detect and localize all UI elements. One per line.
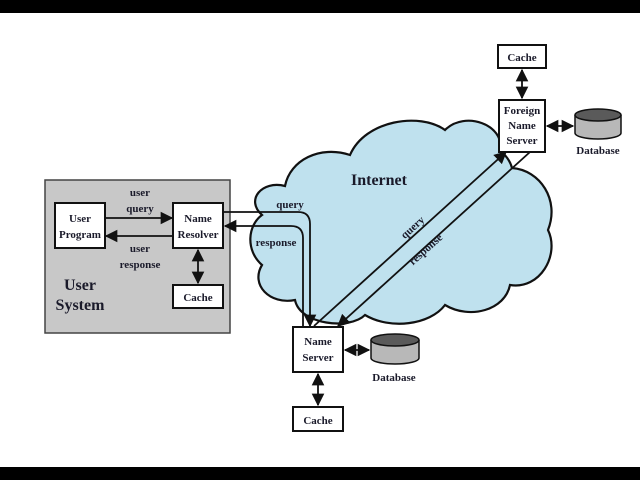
name-server-label-line1: Name xyxy=(304,336,332,348)
internet-cloud xyxy=(249,119,553,325)
foreign-name-server-label-line2: Name xyxy=(508,120,536,132)
name-server-label-line2: Server xyxy=(302,352,333,364)
name-server-cache-label: Cache xyxy=(303,415,332,427)
resolver-cache-box xyxy=(172,284,224,309)
resolver-cache-label: Cache xyxy=(183,292,212,304)
local-response-label: response xyxy=(256,237,297,249)
user-query-label-line2: query xyxy=(126,203,154,215)
user-query-label-line1: user xyxy=(130,187,150,199)
user-program-label-line2: Program xyxy=(59,229,101,241)
foreign-database-label: Database xyxy=(576,145,620,157)
user-program-box xyxy=(54,202,106,249)
foreign-cache-label: Cache xyxy=(507,52,536,64)
name-server-database-icon xyxy=(370,333,420,365)
foreign-name-server-label-line1: Foreign xyxy=(504,105,540,117)
name-resolver-label-line1: Name xyxy=(184,213,212,225)
foreign-cache-box xyxy=(497,44,547,69)
local-query-label: query xyxy=(276,199,304,211)
name-resolver-box xyxy=(172,202,224,249)
foreign-name-server-label-line3: Server xyxy=(506,135,537,147)
name-server-cache-box xyxy=(292,406,344,432)
user-system-label-line1: User xyxy=(64,277,96,294)
user-response-label-line1: user xyxy=(130,243,150,255)
name-resolver-label-line2: Resolver xyxy=(178,229,219,241)
letterbox-bottom xyxy=(0,467,640,480)
internet-label: Internet xyxy=(351,172,408,189)
foreign-database-icon xyxy=(574,108,622,140)
remote-query-arrow xyxy=(313,151,507,327)
user-response-label-line2: response xyxy=(120,259,161,271)
foreign-name-server-box xyxy=(498,99,546,153)
user-system-label-line2: System xyxy=(56,297,106,314)
user-program-label-line1: User xyxy=(69,213,91,225)
remote-response-arrow xyxy=(337,151,531,327)
letterbox-top xyxy=(0,0,640,13)
resolver-query-arrow xyxy=(224,211,317,328)
name-server-database-label: Database xyxy=(372,372,416,384)
name-server-box xyxy=(292,326,344,373)
resolver-response-arrow xyxy=(223,219,304,326)
